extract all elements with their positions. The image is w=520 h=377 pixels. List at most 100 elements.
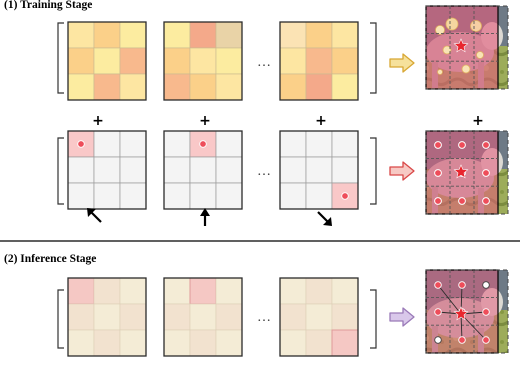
- heatmap-grid-border: [67, 21, 147, 101]
- mask-cell: [163, 130, 191, 158]
- inference-cell: [279, 329, 307, 357]
- flow-arrows: [389, 53, 415, 327]
- plus-sign-1: +: [92, 113, 104, 129]
- inference-cell: [279, 277, 307, 305]
- heatmap-grid: [67, 21, 147, 101]
- heatmap-cell: [93, 73, 121, 101]
- mask-cell: [279, 182, 307, 210]
- mask-cell: [67, 182, 95, 210]
- mask-grid-border: [279, 130, 359, 210]
- heatmap-cell: [331, 21, 359, 49]
- mask-cell: [331, 156, 359, 184]
- inference-dot-active: [458, 281, 466, 289]
- inference-cell-highlight: [331, 329, 359, 357]
- inference-cell: [215, 277, 243, 305]
- heatmap-cell: [93, 47, 121, 75]
- heatmap-row: [57, 21, 377, 101]
- inference-cell: [305, 277, 333, 305]
- heatmap-cell: [189, 73, 217, 101]
- mask-output-dot: [482, 141, 490, 149]
- mask-cell: [119, 130, 147, 158]
- direction-arrows: [87, 208, 332, 226]
- mask-output-dot: [482, 197, 490, 205]
- mask-row-left-bracket: [57, 137, 64, 205]
- mask-output-dot: [434, 197, 442, 205]
- mask-dot: [199, 140, 207, 148]
- inference-cell: [93, 277, 121, 305]
- heatmap-cell: [163, 73, 191, 101]
- inference-cell: [331, 277, 359, 305]
- inference-grid: [163, 277, 243, 357]
- mask-cell: [119, 182, 147, 210]
- heatmap-cell: [93, 21, 121, 49]
- mask-flow-arrow-icon: [389, 161, 415, 181]
- mask-cell: [215, 130, 243, 158]
- mask-dot: [77, 140, 85, 148]
- inference-grid-border: [279, 277, 359, 357]
- inference-star-icon: [453, 306, 469, 321]
- heatmap-cell: [163, 21, 191, 49]
- ellipsis-row-3: …: [257, 310, 271, 325]
- inference-cell: [215, 329, 243, 357]
- mask-cell: [305, 182, 333, 210]
- mask-output-dot: [458, 141, 466, 149]
- inference-dot-active: [482, 308, 490, 316]
- mask-cell: [93, 182, 121, 210]
- heatmap-cell: [305, 47, 333, 75]
- inference-connection-line: [437, 284, 462, 315]
- inference-cell: [119, 329, 147, 357]
- inference-dot-active: [458, 336, 466, 344]
- inference-grid: [279, 277, 359, 357]
- mask-cell: [93, 156, 121, 184]
- plus-sign-3: +: [315, 113, 327, 129]
- training-star-icon: [453, 38, 469, 53]
- mask-cell: [93, 130, 121, 158]
- inference-cell: [189, 303, 217, 331]
- inference-row-left-bracket: [57, 289, 64, 349]
- mask-cell: [163, 182, 191, 210]
- inference-cell: [163, 277, 191, 305]
- mask-dot: [341, 192, 349, 200]
- inference-cell: [189, 329, 217, 357]
- heatmap-cell: [119, 21, 147, 49]
- inference-cell: [305, 329, 333, 357]
- heatmap-cell: [215, 21, 243, 49]
- heatmap-cell: [189, 47, 217, 75]
- mask-cell: [305, 130, 333, 158]
- mask-output-dot: [434, 141, 442, 149]
- heatmap-cell: [67, 73, 95, 101]
- heatmap-cell: [67, 47, 95, 75]
- heatmap-row-right-bracket: [370, 22, 377, 94]
- heatmap-cell: [67, 21, 95, 49]
- training-flow-arrow-icon: [389, 53, 415, 73]
- inference-cell: [215, 303, 243, 331]
- inference-cell: [93, 329, 121, 357]
- inference-dot-active: [434, 308, 442, 316]
- heatmap-grid: [163, 21, 243, 101]
- inference-cell: [331, 303, 359, 331]
- inference-stage-title: (2) Inference Stage: [4, 253, 97, 265]
- heatmap-cell: [305, 73, 333, 101]
- plus-sign-2: +: [199, 113, 211, 129]
- heatmap-grid-border: [279, 21, 359, 101]
- inference-dot-inactive: [434, 336, 442, 344]
- heatmap-cell: [331, 47, 359, 75]
- mask-output-dot: [458, 197, 466, 205]
- heatmap-cell: [119, 73, 147, 101]
- heatmap-row-left-bracket: [57, 22, 64, 94]
- output-image-training-heatmap: [426, 6, 508, 89]
- ellipsis-row-1: …: [257, 55, 271, 70]
- heatmap-cell: [331, 73, 359, 101]
- heatmap-cell: [279, 47, 307, 75]
- inference-cell: [163, 303, 191, 331]
- mask-cell: [163, 156, 191, 184]
- heatmap-cell: [279, 73, 307, 101]
- arrow-up-icon: [200, 208, 210, 226]
- inference-cell: [119, 277, 147, 305]
- mask-cell: [331, 130, 359, 158]
- arrow-down-right-icon: [317, 211, 332, 226]
- mask-row-right-bracket: [370, 137, 377, 205]
- heatmap-cell: [119, 47, 147, 75]
- inference-dot-inactive: [482, 281, 490, 289]
- inference-grid-border: [67, 277, 147, 357]
